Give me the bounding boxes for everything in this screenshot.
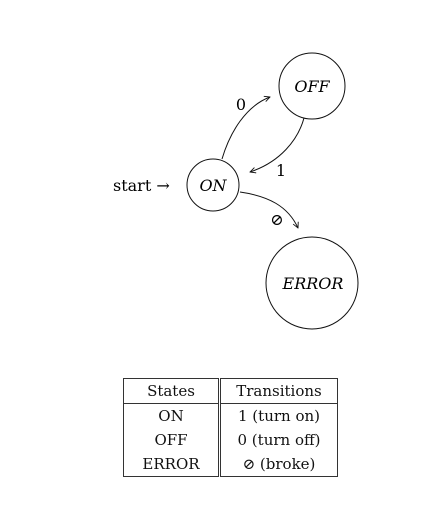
state-on-label: ON [199,176,227,195]
table-cell-state: OFF [123,428,221,452]
edge-off-to-on [250,117,305,172]
table-header-row: States Transitions [123,378,338,404]
edge-on-to-off-label: 0 [236,95,246,114]
table-row: ERROR ⊘ (broke) [123,452,338,477]
table-row: ON 1 (turn on) [123,403,338,428]
table-cell-transition: ⊘ (broke) [242,455,316,473]
state-on: ON [186,158,240,212]
table-cell-transition: 1 (turn on) [238,407,320,425]
edge-off-to-on-label: 1 [276,161,286,180]
edge-on-to-error [239,191,298,228]
state-error-label: ERROR [282,274,344,293]
table-row: OFF 0 (turn off) [123,428,338,452]
state-on-circle [186,158,240,212]
start-label: start → [113,176,170,195]
state-off-circle [278,52,346,120]
state-transition-table: States Transitions ON 1 (turn on) OFF 0 … [123,378,338,477]
state-off: OFF [278,52,346,120]
state-diagram: start → ON OFF ERROR 0 1 ⊘ [113,52,359,330]
table-cell-state: ON [123,403,221,428]
table-cell-transition: 0 (turn off) [237,431,321,449]
state-error: ERROR [265,236,359,330]
edge-on-to-error-label: ⊘ [270,210,283,229]
table-cell-state: ERROR [123,452,221,477]
table-header-transitions: Transitions [219,378,338,404]
state-error-circle [265,236,359,330]
edge-on-to-off [221,97,270,160]
state-off-label: OFF [294,77,330,96]
table-header-states: States [123,378,221,404]
